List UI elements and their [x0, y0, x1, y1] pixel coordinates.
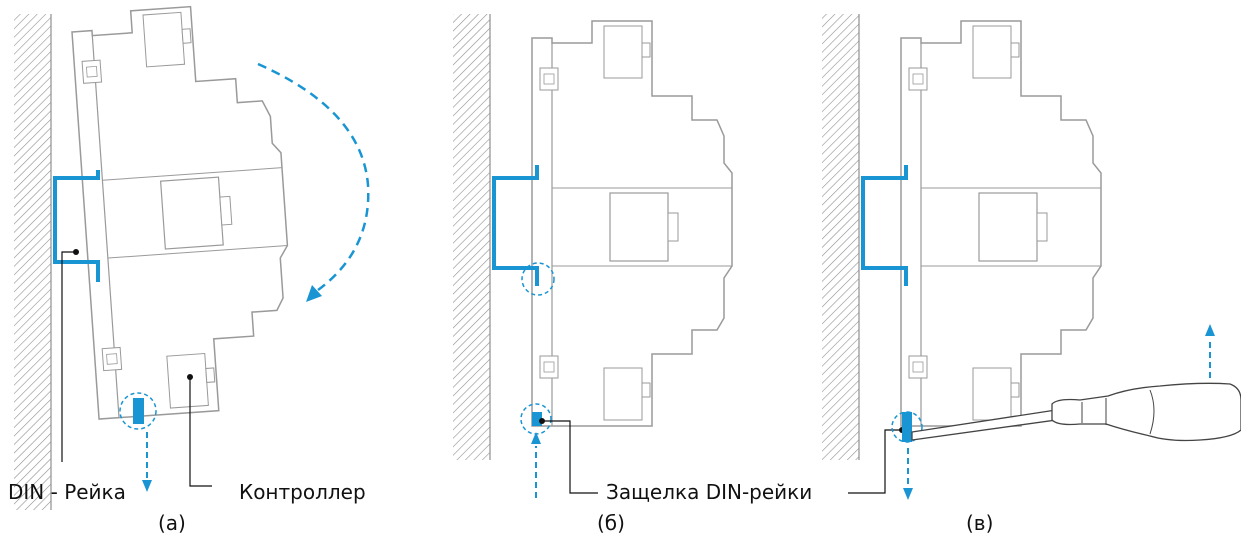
din-rail-b [492, 165, 539, 286]
latch-b [532, 412, 542, 426]
panel-c: (в) [822, 14, 1241, 535]
latch-highlight-c [891, 411, 923, 443]
latch-a [133, 398, 144, 424]
controller-mounted-c [900, 20, 1102, 427]
screwdriver [911, 382, 1241, 442]
din-rail-a [53, 170, 100, 282]
din-rail-label: DIN - Рейка [8, 480, 126, 504]
rail-engage-highlight [521, 262, 555, 296]
din-latch-label: Защелка DIN-рейки [606, 480, 812, 504]
caption-a: (а) [158, 511, 186, 535]
wall-hatch-c [822, 14, 859, 460]
panel-a: DIN - Рейка Контроллер (а) [8, 0, 370, 535]
latch-leader-c [848, 429, 902, 494]
din-rail-leader [61, 251, 76, 462]
controller-leader [189, 377, 212, 487]
controller-label: Контроллер [239, 480, 366, 504]
controller-mounted-b [531, 20, 733, 427]
din-rail-c [861, 165, 908, 286]
controller-tilted [70, 0, 300, 420]
latch-highlight-a [119, 392, 157, 430]
latch-c [902, 412, 912, 442]
panel-b: Защелка DIN-рейки (б) [453, 14, 905, 535]
latch-leader [542, 420, 598, 494]
caption-c: (в) [966, 511, 993, 535]
wall-hatch-a [14, 14, 51, 510]
wall-hatch-b [453, 14, 490, 460]
rotation-arrow [257, 62, 370, 292]
caption-b: (б) [597, 511, 625, 535]
